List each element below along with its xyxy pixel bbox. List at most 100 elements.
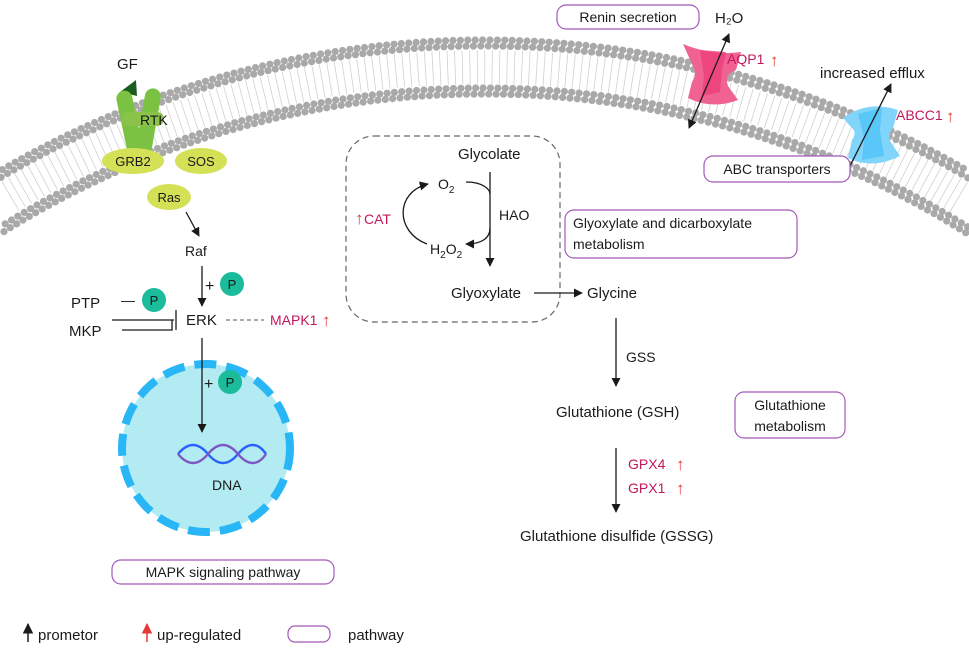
legend-pathway-label: pathway	[348, 627, 404, 644]
membrane-bead	[111, 110, 119, 118]
dna-helix-icon	[177, 443, 267, 465]
membrane-bead	[353, 44, 361, 53]
membrane-bead	[905, 142, 913, 150]
membrane-bead	[536, 44, 544, 52]
membrane-bead	[477, 90, 485, 98]
membrane-bead	[959, 164, 967, 172]
membrane-bead	[264, 67, 272, 75]
membrane-bead	[499, 42, 507, 50]
membrane-bead	[899, 139, 907, 147]
membrane-bead	[360, 43, 369, 52]
membrane-bead	[57, 134, 65, 142]
membrane-bead	[735, 70, 743, 78]
membrane-bead	[286, 62, 294, 70]
membrane-bead	[914, 140, 922, 148]
membrane-bead	[747, 80, 755, 88]
membrane-bead	[331, 48, 339, 56]
membrane-bead	[109, 117, 118, 125]
membrane-bead	[193, 86, 201, 94]
membrane-bead	[201, 77, 210, 85]
membrane-bead	[604, 92, 613, 101]
membrane-bead	[51, 198, 59, 206]
membrane-bead	[573, 46, 581, 55]
cell-membrane	[0, 36, 969, 237]
membrane-bead	[44, 141, 52, 149]
membrane-bead	[433, 91, 441, 99]
membrane-bead	[13, 220, 21, 228]
ras-to-raf-arrow	[185, 211, 200, 237]
membrane-bead	[761, 135, 769, 143]
membrane-bead	[675, 111, 684, 119]
membrane-bead	[24, 151, 32, 159]
membrane-bead	[803, 149, 811, 158]
membrane-bead	[551, 93, 559, 101]
membrane-bead	[469, 42, 477, 50]
gpx4-label: GPX4	[628, 456, 666, 472]
sos-label: SOS	[187, 154, 215, 169]
peroxisome-dashed-box	[345, 135, 561, 323]
membrane-bead	[324, 49, 332, 57]
membrane-bead	[38, 205, 46, 213]
membrane-bead	[953, 160, 961, 169]
membrane-bead	[891, 188, 899, 197]
membrane-bead	[237, 67, 245, 75]
membrane-bead	[273, 59, 281, 67]
membrane-bead	[230, 69, 238, 77]
rtk-label: RTK	[140, 112, 168, 128]
membrane-bead	[104, 172, 112, 180]
membrane-bead	[925, 200, 934, 208]
membrane-bead	[27, 205, 35, 213]
membrane-bead	[906, 189, 914, 198]
membrane-bead	[279, 112, 287, 121]
membrane-bead	[878, 182, 886, 190]
membrane-bead	[236, 123, 244, 131]
gsh-label: Glutathione (GSH)	[556, 404, 679, 421]
membrane-bead	[97, 115, 105, 124]
membrane-bead	[782, 142, 790, 150]
membrane-bead	[16, 162, 24, 170]
membrane-bead	[447, 43, 455, 51]
membrane-bead	[602, 50, 610, 58]
membrane-bead	[303, 101, 311, 109]
membrane-bead	[777, 83, 785, 91]
membrane-bead	[266, 109, 275, 117]
membrane-bead	[381, 95, 389, 103]
membrane-bead	[486, 36, 494, 44]
membrane-bead	[531, 85, 539, 93]
membrane-bead	[403, 45, 411, 53]
membrane-bead	[412, 86, 421, 95]
membrane-bead	[288, 104, 296, 112]
membrane-bead	[397, 40, 405, 48]
membrane-bead	[791, 139, 799, 147]
membrane-bead	[514, 43, 522, 51]
membrane-bead	[522, 91, 530, 99]
membrane-bead	[77, 125, 85, 133]
glycolate-label: Glycolate	[458, 146, 521, 163]
membrane-bead	[70, 128, 78, 136]
membrane-bead	[396, 46, 404, 54]
membrane-bead	[754, 132, 762, 141]
membrane-bead	[763, 79, 771, 87]
membrane-bead	[99, 167, 107, 175]
membrane-bead	[308, 106, 316, 115]
membrane-bead	[770, 81, 778, 89]
membrane-bead	[516, 37, 524, 45]
plus-sign: +	[205, 278, 214, 295]
membrane-bead	[187, 139, 195, 147]
membrane-bead	[682, 64, 691, 72]
membrane-bead	[221, 78, 229, 86]
membrane-bead	[784, 136, 792, 144]
membrane-bead	[173, 86, 181, 94]
plus-sign-2: +	[204, 376, 213, 393]
membrane-bead	[92, 170, 100, 179]
membrane-bead	[294, 109, 302, 117]
membrane-bead	[784, 85, 792, 93]
membrane-bead	[215, 130, 223, 138]
membrane-bead	[390, 88, 398, 96]
membrane-bead	[506, 42, 514, 51]
membrane-bead	[945, 163, 953, 171]
membrane-bead	[917, 202, 925, 210]
membrane-bead	[279, 63, 287, 72]
membrane-bead	[332, 96, 340, 104]
